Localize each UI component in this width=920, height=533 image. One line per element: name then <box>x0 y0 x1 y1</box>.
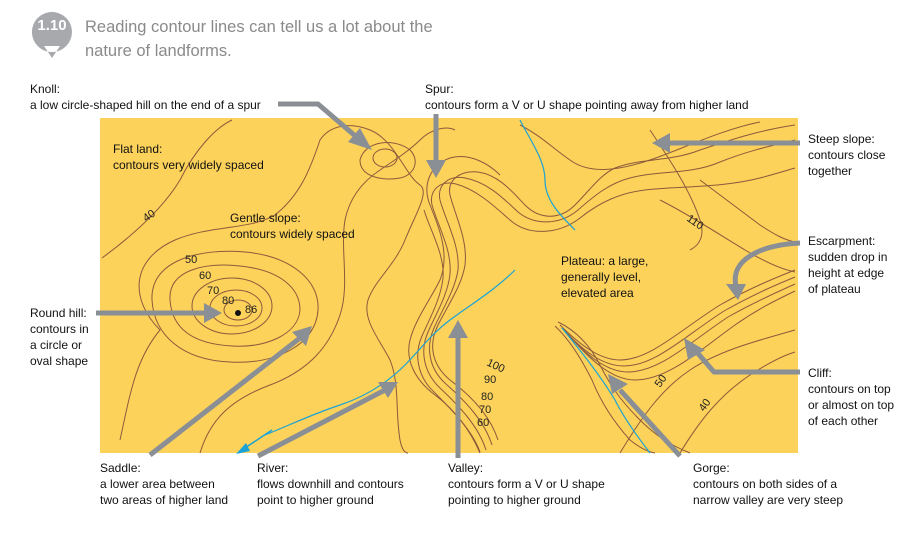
steep-slope-label: Steep slope: contours close together <box>808 132 886 178</box>
river-line <box>519 119 576 231</box>
plateau-label: Plateau: a large, generally level, eleva… <box>561 254 649 300</box>
contour-label-80: 80 <box>222 295 234 307</box>
contour-50-right <box>619 329 796 454</box>
contour-label-90: 90 <box>484 374 496 386</box>
contour-label-70b: 70 <box>479 404 491 416</box>
contour-label-80b: 80 <box>481 391 493 403</box>
escarpment-arrowhead-icon <box>726 284 746 300</box>
saddle-label: Saddle: a lower area between two areas o… <box>100 461 229 507</box>
knoll-arrowhead-icon <box>348 128 372 150</box>
contour-60 <box>169 264 301 347</box>
steep-slope-arrowhead-icon <box>652 133 670 153</box>
contour-label-50b: 50 <box>653 373 670 390</box>
contour-label-70: 70 <box>207 285 219 297</box>
contour-86 <box>223 299 253 321</box>
gorge-arrow <box>618 388 682 458</box>
contour-label-50: 50 <box>185 254 197 266</box>
valley-label: Valley: contours form a V or U shape poi… <box>448 461 605 507</box>
summit-point <box>235 310 241 316</box>
contour-label-40: 40 <box>141 208 158 225</box>
gorge-arrowhead-icon <box>608 374 628 394</box>
gorge-river-line <box>561 327 651 454</box>
contour-label-86: 86 <box>245 304 257 316</box>
round-hill-arrowhead-icon <box>204 303 222 323</box>
knoll-contour <box>372 148 398 168</box>
river-flow-arrowhead-icon <box>236 443 250 454</box>
river-line-lower <box>264 269 516 436</box>
gorge-label: Gorge: contours on both sides of a narro… <box>693 461 844 507</box>
knoll-label: Knoll: a low circle-shaped hill on the e… <box>30 82 261 112</box>
knoll-arrow <box>278 101 362 142</box>
spur-label: Spur: contours form a V or U shape point… <box>425 82 749 112</box>
caption-line-2: nature of landforms. <box>85 42 232 60</box>
contour-70 <box>191 277 273 335</box>
contour-label-60b: 60 <box>477 417 489 429</box>
flat-land-label: Flat land: contours very widely spaced <box>113 142 264 172</box>
contour-label-40b: 40 <box>697 397 714 414</box>
escarpment-arrow <box>732 240 801 287</box>
escarpment-label: Escarpment: sudden drop in height at edg… <box>808 234 888 296</box>
contour-40-right <box>679 351 796 454</box>
river-arrow <box>256 387 387 459</box>
figure-number: 1.10 <box>37 17 67 34</box>
valley-arrowhead-icon <box>448 320 468 338</box>
round-hill-label: Round hill: contours in a circle or oval… <box>30 306 89 368</box>
caption-line-1: Reading contour lines can tell us a lot … <box>85 18 433 36</box>
cliff-arrowhead-icon <box>684 338 705 360</box>
river-arrowhead-icon <box>378 382 398 398</box>
pointer-arrows <box>96 101 801 459</box>
figure-caption: Reading contour lines can tell us a lot … <box>85 15 505 63</box>
cliff-label: Cliff: contours on top or almost on top … <box>808 366 895 428</box>
gentle-slope-label: Gentle slope: contours widely spaced <box>230 211 355 241</box>
spur-arrowhead-icon <box>426 160 446 178</box>
river-label: River: flows downhill and contours point… <box>257 461 404 507</box>
saddle-arrow <box>148 336 302 457</box>
contour-label-60: 60 <box>199 270 211 282</box>
contour-40 <box>101 119 233 259</box>
pointer-arrowheads <box>204 128 746 398</box>
cliff-arrow <box>693 348 800 375</box>
contour-50 <box>151 250 319 363</box>
saddle-arrowhead-icon <box>292 326 312 346</box>
figure-number-badge-icon <box>31 12 72 58</box>
